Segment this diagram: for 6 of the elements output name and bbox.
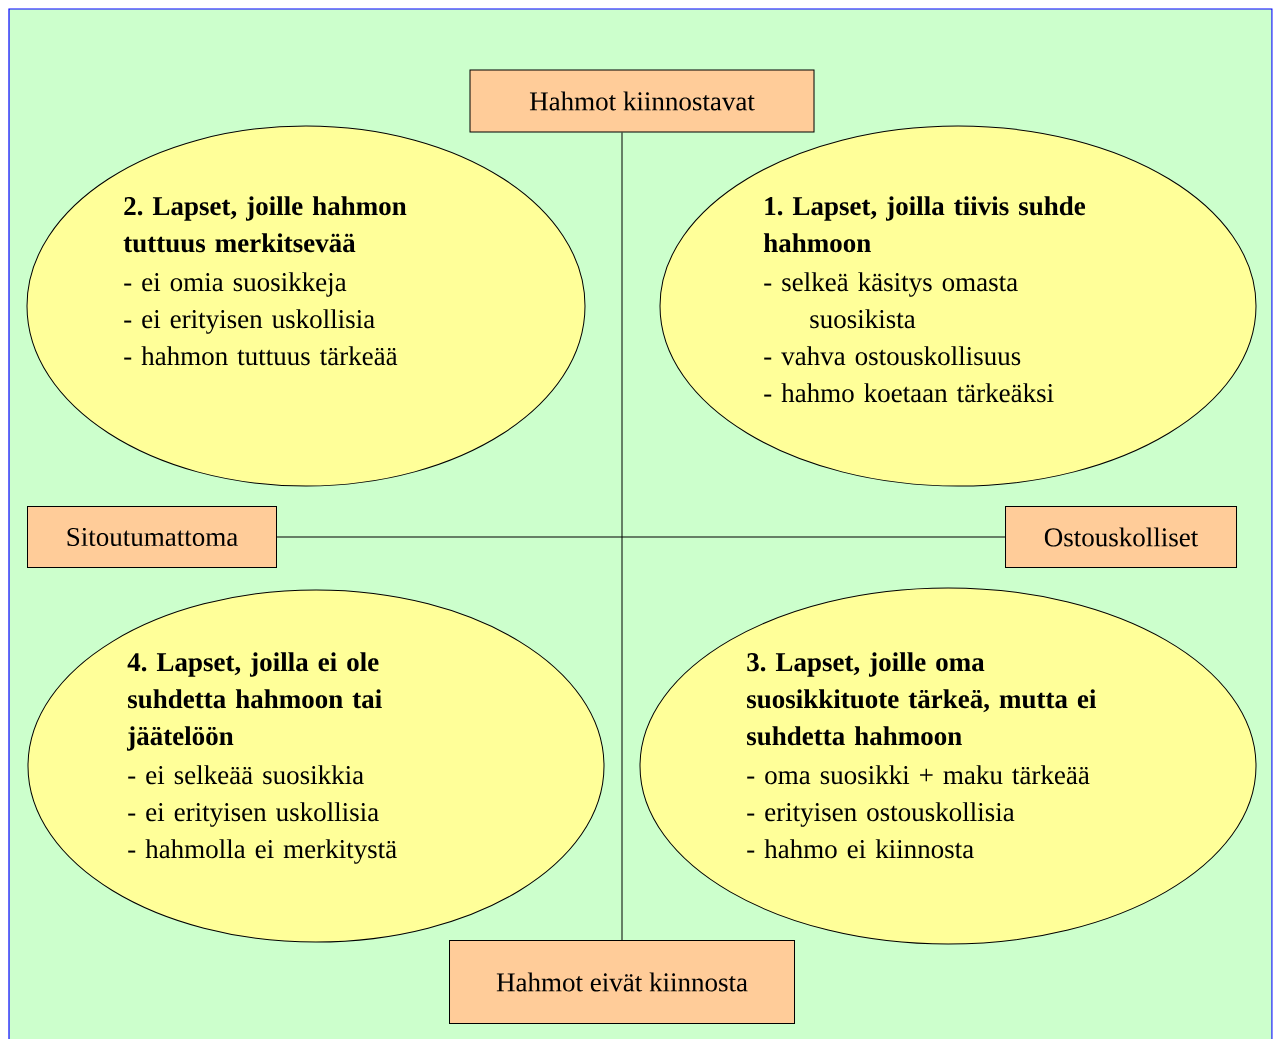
label-box: Hahmot kiinnostavat: [469, 69, 815, 133]
label-box: Hahmot eivät kiinnosta: [449, 940, 795, 1024]
label-box: Sitoutumattoma: [27, 506, 277, 568]
axis-line: [621, 132, 623, 941]
axis-line: [276, 536, 1006, 538]
label-box: Ostouskolliset: [1005, 506, 1237, 568]
